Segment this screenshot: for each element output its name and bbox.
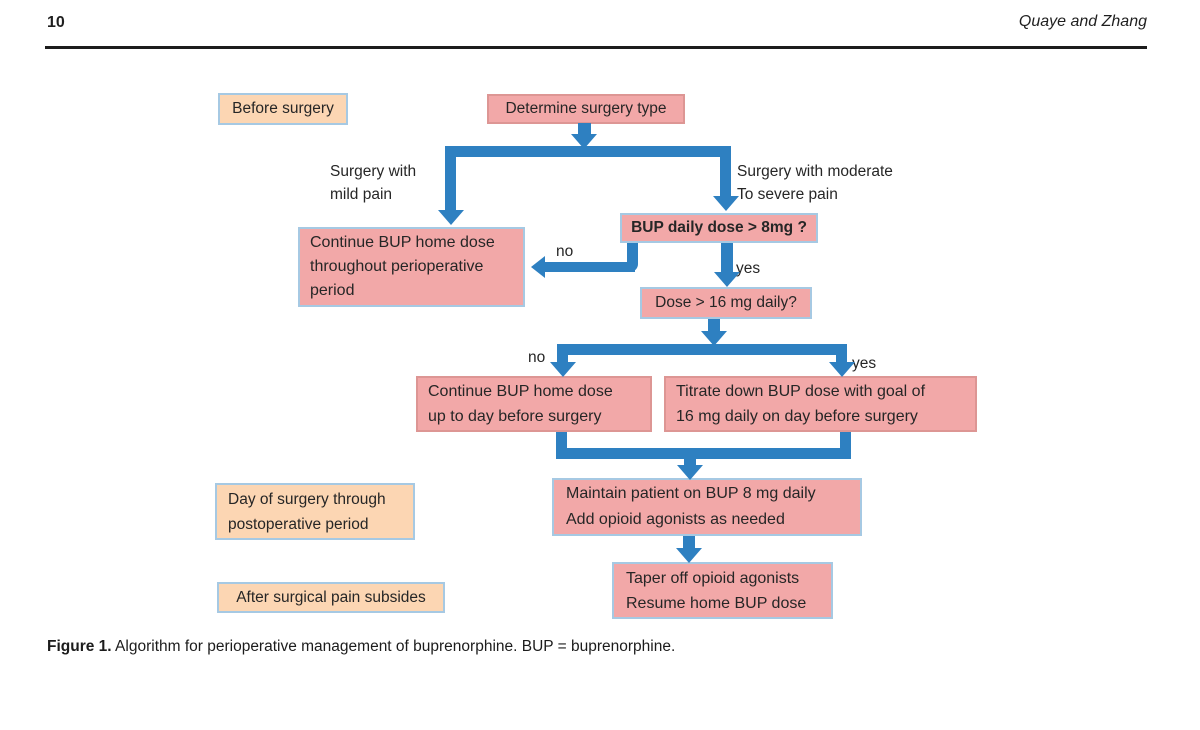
node-continue-bup-throughout: Continue BUP home dose throughout periop…: [298, 227, 525, 307]
node-dose-gt-16mg-daily: Dose > 16 mg daily?: [640, 287, 812, 319]
arrowhead-taper-icon: [676, 548, 702, 563]
arrow-split1-left-arm: [445, 146, 456, 210]
node-bup-daily-dose-gt-8mg: BUP daily dose > 8mg ?: [620, 213, 818, 243]
arrow-split2-bar: [557, 344, 847, 355]
arrow-merge-right-stub: [840, 432, 851, 459]
arrow-dose-stem: [708, 319, 720, 333]
label-yes-branch-1: yes: [736, 260, 761, 277]
arrowhead-split2-right-icon: [829, 362, 855, 377]
arrowhead-no1-left-icon: [531, 256, 545, 278]
arrowhead-split1-left-icon: [438, 210, 464, 225]
label-no-branch-1: no: [556, 243, 574, 260]
figure-caption-text: Algorithm for perioperative management o…: [111, 638, 676, 655]
arrow-merge-left-stub: [556, 432, 567, 459]
stage-before-surgery: Before surgery: [218, 93, 348, 125]
figure-caption-label: Figure 1.: [47, 638, 112, 655]
arrowhead-split1-right-icon: [713, 196, 739, 211]
arrow-no1-elbow-horizontal: [545, 262, 635, 272]
arrow-yes1-stem: [721, 243, 733, 273]
node-maintain-bup-8mg: Maintain patient on BUP 8 mg daily Add o…: [552, 478, 862, 536]
node-determine-surgery-type: Determine surgery type: [487, 94, 685, 124]
arrow-split1-bar: [445, 146, 731, 157]
arrow-determine-stem: [578, 123, 591, 135]
label-surgery-mild-pain: Surgery with mild pain: [330, 163, 417, 203]
label-yes-branch-2: yes: [852, 355, 877, 372]
node-taper-opioid-agonists: Taper off opioid agonists Resume home BU…: [612, 562, 833, 619]
arrow-no1-elbow-vertical: [627, 243, 638, 272]
label-no-branch-2: no: [528, 349, 546, 366]
arrowhead-determine-icon: [571, 134, 597, 149]
arrow-taper-stem: [683, 536, 695, 549]
node-continue-bup-up-to-day-before: Continue BUP home dose up to day before …: [416, 376, 652, 432]
figure-caption: Figure 1. Algorithm for perioperative ma…: [47, 638, 675, 656]
label-surgery-moderate-severe-pain: Surgery with moderate To severe pain: [737, 163, 893, 203]
arrowhead-yes1-icon: [714, 272, 740, 287]
header-rule: [45, 46, 1147, 49]
arrowhead-dose-icon: [701, 331, 727, 346]
arrowhead-split2-left-icon: [550, 362, 576, 377]
node-titrate-down-bup: Titrate down BUP dose with goal of 16 mg…: [664, 376, 977, 432]
stage-after-pain-subsides: After surgical pain subsides: [217, 582, 445, 613]
arrow-merge-stem: [684, 458, 696, 466]
arrowhead-merge-icon: [677, 465, 703, 480]
arrow-merge-bar: [556, 448, 851, 459]
page-number: 10: [47, 14, 65, 31]
arrow-split1-right-arm: [720, 146, 731, 196]
arrow-split2-left-arm: [557, 344, 568, 363]
arrow-split2-right-arm: [836, 344, 847, 363]
stage-day-of-surgery: Day of surgery through postoperative per…: [215, 483, 415, 540]
running-head: Quaye and Zhang: [1018, 13, 1147, 30]
